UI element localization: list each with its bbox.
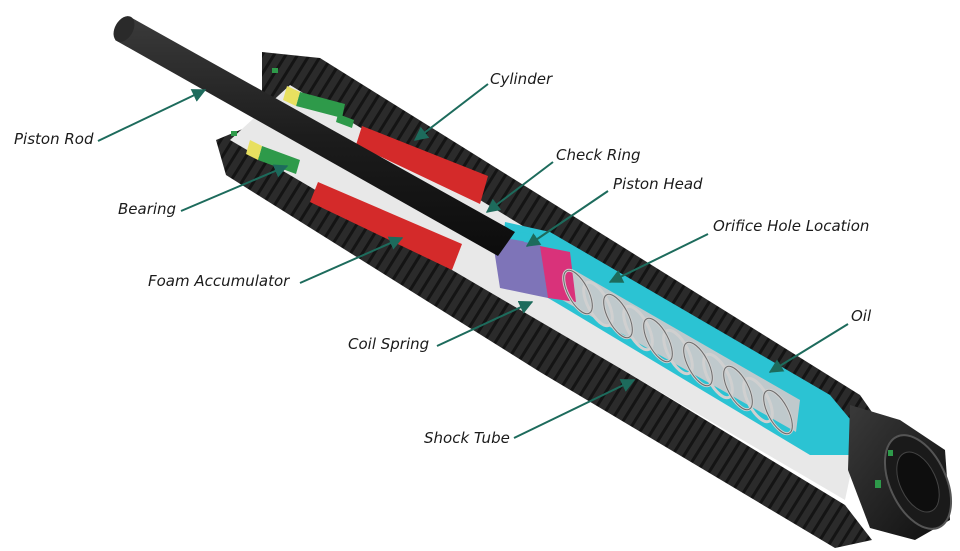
piston-head	[492, 236, 548, 298]
leader-coil-spring	[436, 300, 534, 347]
leader-shock-tube	[513, 379, 636, 439]
label-shock-tube: Shock Tube	[424, 429, 510, 447]
piston-rod	[115, 18, 515, 256]
bearing-upper-yellow	[283, 86, 300, 106]
label-foam-accumulator: Foam Accumulator	[148, 272, 290, 290]
leader-foam-accumulator	[299, 236, 404, 284]
leader-bearing	[180, 164, 289, 212]
cylinder-lower-wall	[216, 128, 872, 548]
green-marker	[231, 131, 237, 136]
leader-check-ring	[485, 161, 554, 213]
leader-lines	[97, 83, 849, 439]
leader-piston-rod	[97, 89, 207, 142]
leader-orifice-hole	[608, 233, 709, 283]
label-cylinder: Cylinder	[490, 70, 553, 88]
bearing-green-bit	[336, 114, 354, 128]
bearing-lower-yellow	[246, 140, 262, 160]
foam-accumulator-upper	[356, 126, 488, 204]
label-check-ring: Check Ring	[556, 146, 641, 164]
label-orifice-hole-location: Orifice Hole Location	[713, 217, 870, 235]
label-piston-rod: Piston Rod	[14, 130, 94, 148]
shock-tube-inner	[548, 262, 800, 432]
label-coil-spring: Coil Spring	[348, 335, 430, 353]
foam-accumulator-lower	[310, 182, 462, 270]
label-oil: Oil	[851, 307, 872, 325]
label-bearing: Bearing	[118, 200, 177, 218]
bearing-upper-green	[296, 92, 345, 118]
leader-cylinder	[413, 83, 489, 141]
leader-oil	[768, 323, 849, 373]
piston-rod-end	[113, 16, 135, 42]
bearing-lower-green	[258, 146, 300, 174]
green-marker	[272, 68, 278, 73]
label-piston-head: Piston Head	[613, 175, 703, 193]
leader-piston-head	[525, 190, 609, 247]
end-cap	[848, 405, 953, 540]
